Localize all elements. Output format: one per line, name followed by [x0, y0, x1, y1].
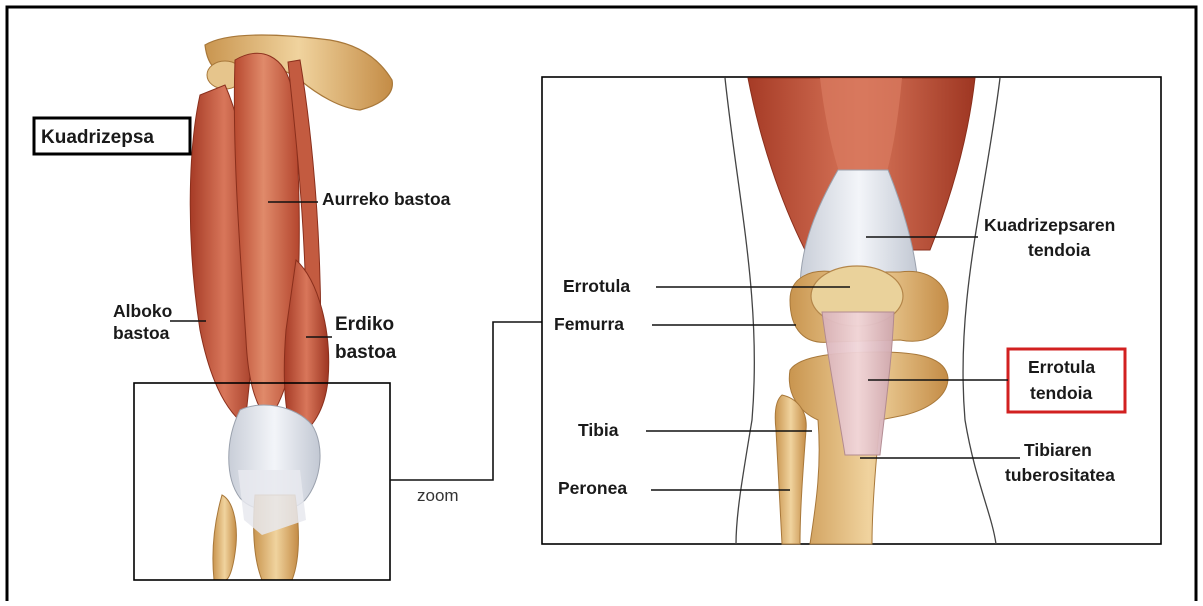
label-tibiaren-1: Tibiaren [1024, 440, 1092, 460]
label-errotula: Errotula [563, 276, 630, 296]
label-kuadrizepsaren-2: tendoia [1028, 240, 1090, 260]
label-kuadrizepsaren-1: Kuadrizepsaren [984, 215, 1115, 235]
label-erdiko-2: bastoa [335, 342, 397, 363]
label-alboko-1: Alboko [113, 301, 172, 321]
label-aurreko-bastoa: Aurreko bastoa [322, 189, 451, 209]
label-femurra: Femurra [554, 314, 624, 334]
label-erdiko-1: Erdiko [335, 314, 394, 335]
label-errotula-tendoia-1: Errotula [1028, 357, 1095, 377]
title-label: Kuadrizepsa [41, 127, 154, 148]
label-tibiaren-2: tuberositatea [1005, 465, 1115, 485]
label-tibia: Tibia [578, 420, 619, 440]
label-peronea: Peronea [558, 478, 627, 498]
label-errotula-tendoia-2: tendoia [1030, 383, 1092, 403]
zoom-label: zoom [417, 486, 459, 505]
label-alboko-2: bastoa [113, 323, 170, 343]
